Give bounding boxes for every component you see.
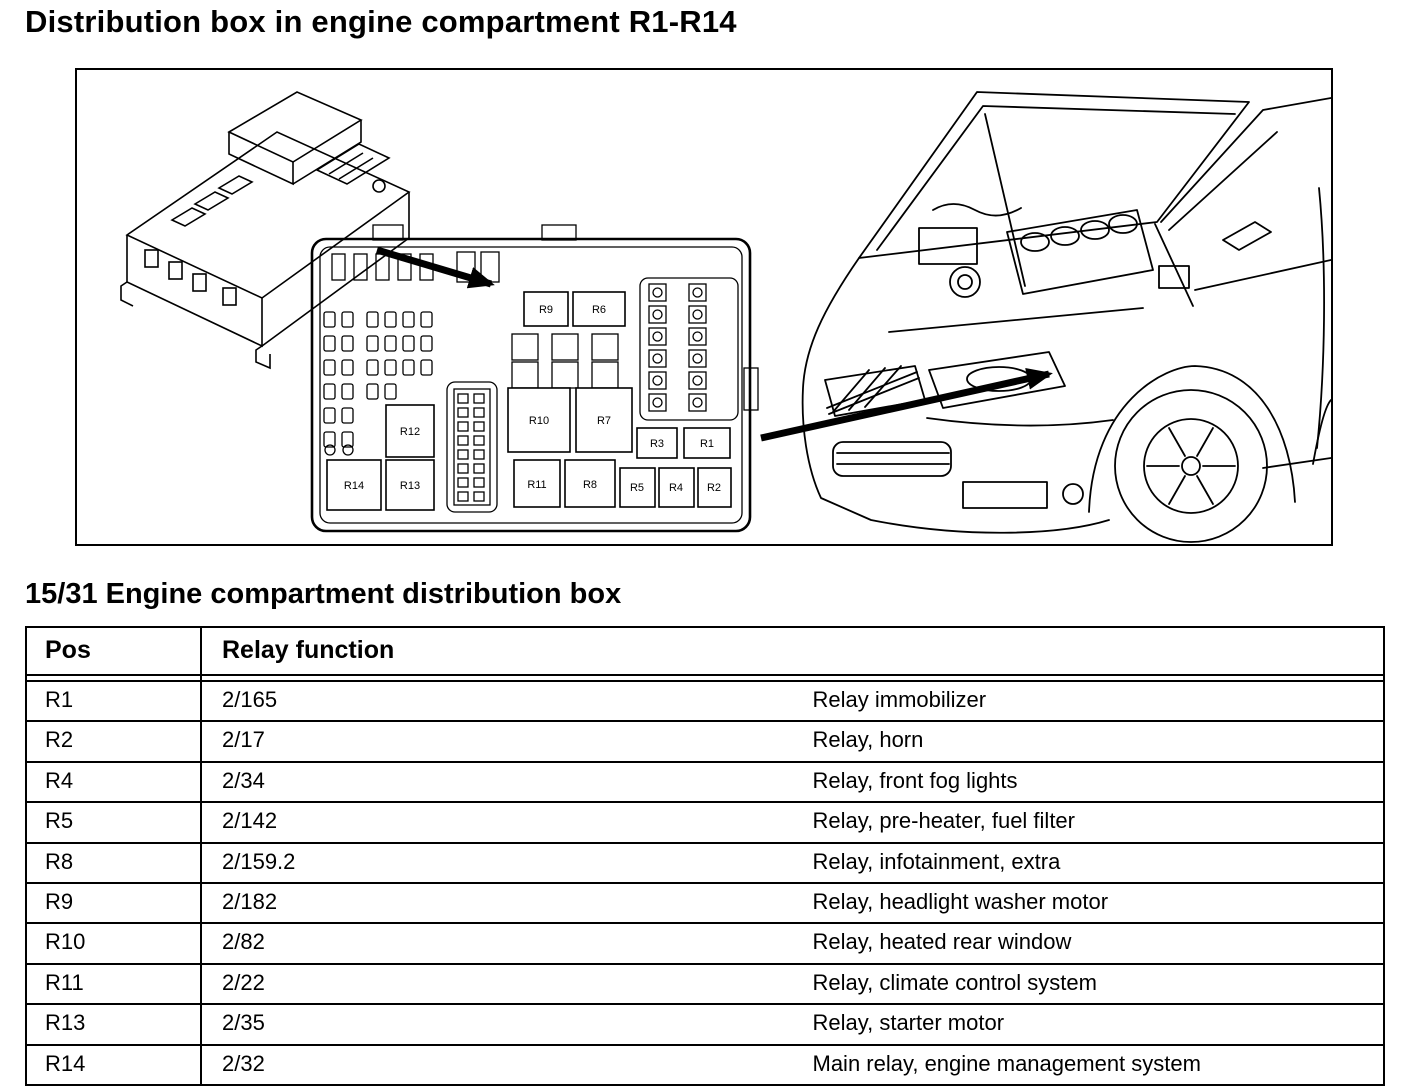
relay-r3-box bbox=[636, 427, 678, 459]
relay-r8-box bbox=[564, 459, 616, 508]
cell-function: Relay, horn bbox=[792, 720, 1384, 762]
cell-code: 2/182 bbox=[201, 881, 793, 924]
cell-function: Relay, starter motor bbox=[792, 1003, 1384, 1045]
relay-table-container: Pos Relay function R1 2/165 Relay immobi… bbox=[25, 626, 1385, 1086]
relay-r13-box bbox=[385, 459, 435, 511]
header-function: Relay function bbox=[201, 627, 1384, 676]
cell-pos: R13 bbox=[26, 1003, 202, 1045]
relay-label-r1: R1 bbox=[700, 438, 714, 450]
table-row: R8 2/159.2 Relay, infotainment, extra bbox=[26, 841, 1384, 883]
relay-label-r3: R3 bbox=[650, 438, 664, 450]
cell-pos: R9 bbox=[26, 881, 202, 924]
relay-r11-box bbox=[513, 459, 561, 508]
relay-label-r12: R12 bbox=[400, 426, 420, 438]
relay-label-r4: R4 bbox=[669, 482, 683, 494]
cell-code: 2/17 bbox=[201, 720, 793, 762]
relay-label-r5: R5 bbox=[630, 482, 644, 494]
arrow-box-to-detail bbox=[375, 246, 495, 289]
header-pos: Pos bbox=[26, 627, 202, 676]
relay-function-table: Pos Relay function R1 2/165 Relay immobi… bbox=[25, 626, 1385, 1086]
cell-code: 2/165 bbox=[201, 679, 793, 722]
figure-frame: R9 R6 R10 R7 R3 R1 R12 R11 R8 R5 R4 R2 R… bbox=[75, 68, 1333, 546]
table-row: R9 2/182 Relay, headlight washer motor bbox=[26, 881, 1384, 924]
table-row: R13 2/35 Relay, starter motor bbox=[26, 1003, 1384, 1045]
cell-code: 2/22 bbox=[201, 962, 793, 1005]
cell-code: 2/34 bbox=[201, 760, 793, 803]
relay-r7-box bbox=[575, 387, 633, 453]
relay-r14-box bbox=[326, 459, 382, 511]
table-row: R14 2/32 Main relay, engine management s… bbox=[26, 1043, 1384, 1085]
cell-code: 2/82 bbox=[201, 922, 793, 964]
figure-illustration: R9 R6 R10 R7 R3 R1 R12 R11 R8 R5 R4 R2 R… bbox=[120, 91, 1332, 543]
relay-label-r14: R14 bbox=[344, 480, 364, 492]
cell-pos: R2 bbox=[26, 720, 202, 762]
relay-r1-box bbox=[683, 427, 731, 459]
table-row: R10 2/82 Relay, heated rear window bbox=[26, 922, 1384, 964]
cell-pos: R4 bbox=[26, 760, 202, 803]
cell-pos: R11 bbox=[26, 962, 202, 1005]
header-divider-gap bbox=[26, 675, 1384, 681]
cell-function: Relay, headlight washer motor bbox=[792, 881, 1384, 924]
cell-function: Relay immobilizer bbox=[792, 679, 1384, 722]
cell-code: 2/35 bbox=[201, 1003, 793, 1045]
distribution-box-3d-sketch bbox=[120, 91, 411, 370]
relay-label-r7: R7 bbox=[597, 415, 611, 427]
relay-label-r6: R6 bbox=[592, 304, 606, 316]
cell-pos: R10 bbox=[26, 922, 202, 964]
relay-r4-box bbox=[658, 467, 695, 508]
relay-label-r2: R2 bbox=[707, 482, 721, 494]
relay-label-r13: R13 bbox=[400, 480, 420, 492]
page-title: Distribution box in engine compartment R… bbox=[25, 4, 737, 39]
callout-arrows bbox=[375, 246, 1053, 442]
relay-r12-box bbox=[385, 404, 435, 458]
relay-label-r10: R10 bbox=[529, 415, 549, 427]
cell-function: Relay, pre-heater, fuel filter bbox=[792, 801, 1384, 843]
table-header-row: Pos Relay function bbox=[26, 627, 1384, 676]
cell-pos: R14 bbox=[26, 1043, 202, 1085]
table-row: R2 2/17 Relay, horn bbox=[26, 720, 1384, 762]
relay-panel-detail: R9 R6 R10 R7 R3 R1 R12 R11 R8 R5 R4 R2 R… bbox=[310, 224, 759, 533]
relay-label-r9: R9 bbox=[539, 304, 553, 316]
section-heading: 15/31 Engine compartment distribution bo… bbox=[25, 578, 622, 610]
cell-code: 2/159.2 bbox=[201, 841, 793, 883]
relay-r2-box bbox=[697, 467, 732, 508]
relay-r9-box bbox=[523, 291, 569, 327]
table-row: R4 2/34 Relay, front fog lights bbox=[26, 760, 1384, 803]
cell-function: Main relay, engine management system bbox=[792, 1043, 1384, 1085]
table-row: R5 2/142 Relay, pre-heater, fuel filter bbox=[26, 801, 1384, 843]
table-row: R11 2/22 Relay, climate control system bbox=[26, 962, 1384, 1005]
relay-label-r11: R11 bbox=[527, 479, 546, 491]
cell-pos: R1 bbox=[26, 679, 202, 722]
cell-function: Relay, infotainment, extra bbox=[792, 841, 1384, 883]
arrow-detail-to-car bbox=[760, 368, 1053, 442]
cell-pos: R5 bbox=[26, 801, 202, 843]
car-sketch bbox=[801, 91, 1332, 543]
table-row: R1 2/165 Relay immobilizer bbox=[26, 679, 1384, 722]
relay-label-r8: R8 bbox=[583, 479, 597, 491]
cell-code: 2/32 bbox=[201, 1043, 793, 1085]
relay-r5-box bbox=[619, 467, 656, 508]
relay-r6-box bbox=[572, 291, 626, 327]
cell-function: Relay, heated rear window bbox=[792, 922, 1384, 964]
cell-function: Relay, climate control system bbox=[792, 962, 1384, 1005]
cell-code: 2/142 bbox=[201, 801, 793, 843]
relay-r10-box bbox=[507, 387, 571, 453]
cell-function: Relay, front fog lights bbox=[792, 760, 1384, 803]
cell-pos: R8 bbox=[26, 841, 202, 883]
